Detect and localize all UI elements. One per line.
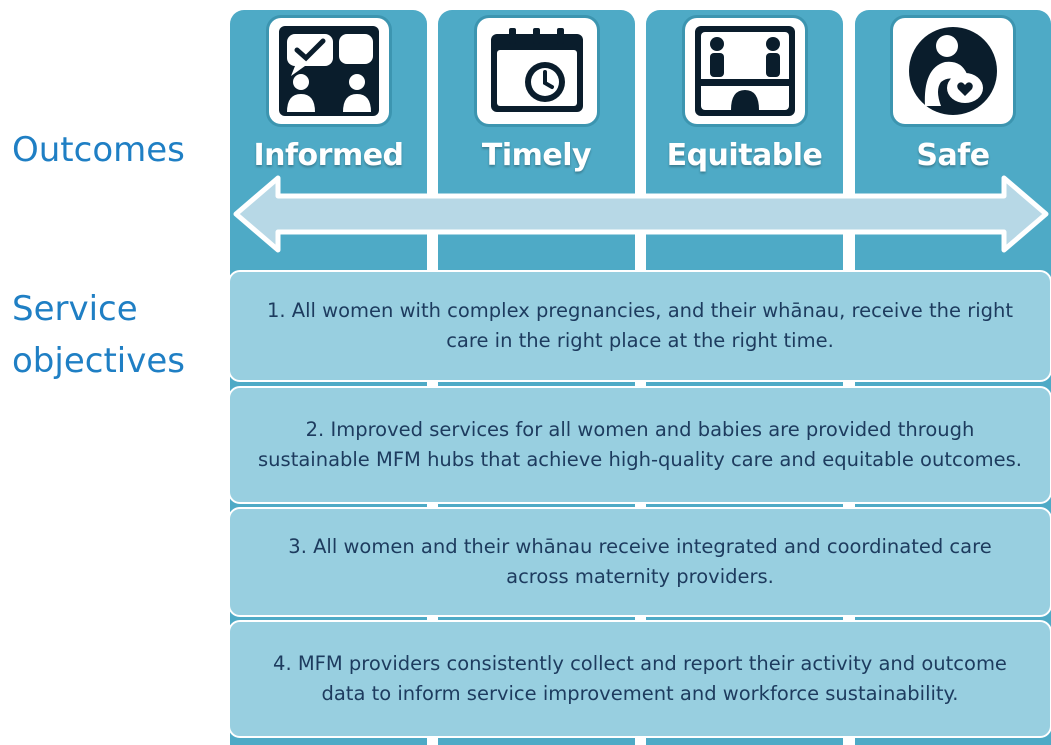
- double-arrow: [233, 175, 1049, 253]
- outcome-title-equitable: Equitable: [666, 138, 823, 173]
- balance-scale-icon: [684, 18, 805, 124]
- discussion-icon: [268, 18, 389, 124]
- outcome-title-timely: Timely: [481, 138, 592, 173]
- service-objectives-label: Service objectives: [12, 289, 185, 381]
- outcome-title-informed: Informed: [253, 138, 404, 173]
- mother-baby-icon: [893, 18, 1013, 124]
- outcomes-label: Outcomes: [12, 130, 185, 170]
- calendar-clock-icon: [476, 18, 597, 124]
- objective-3: 3. All women and their whānau receive in…: [228, 507, 1051, 617]
- objective-2: 2. Improved services for all women and b…: [228, 386, 1051, 504]
- outcome-title-safe: Safe: [916, 138, 990, 173]
- objective-1: 1. All women with complex pregnancies, a…: [228, 270, 1051, 382]
- objective-4: 4. MFM providers consistently collect an…: [228, 620, 1051, 738]
